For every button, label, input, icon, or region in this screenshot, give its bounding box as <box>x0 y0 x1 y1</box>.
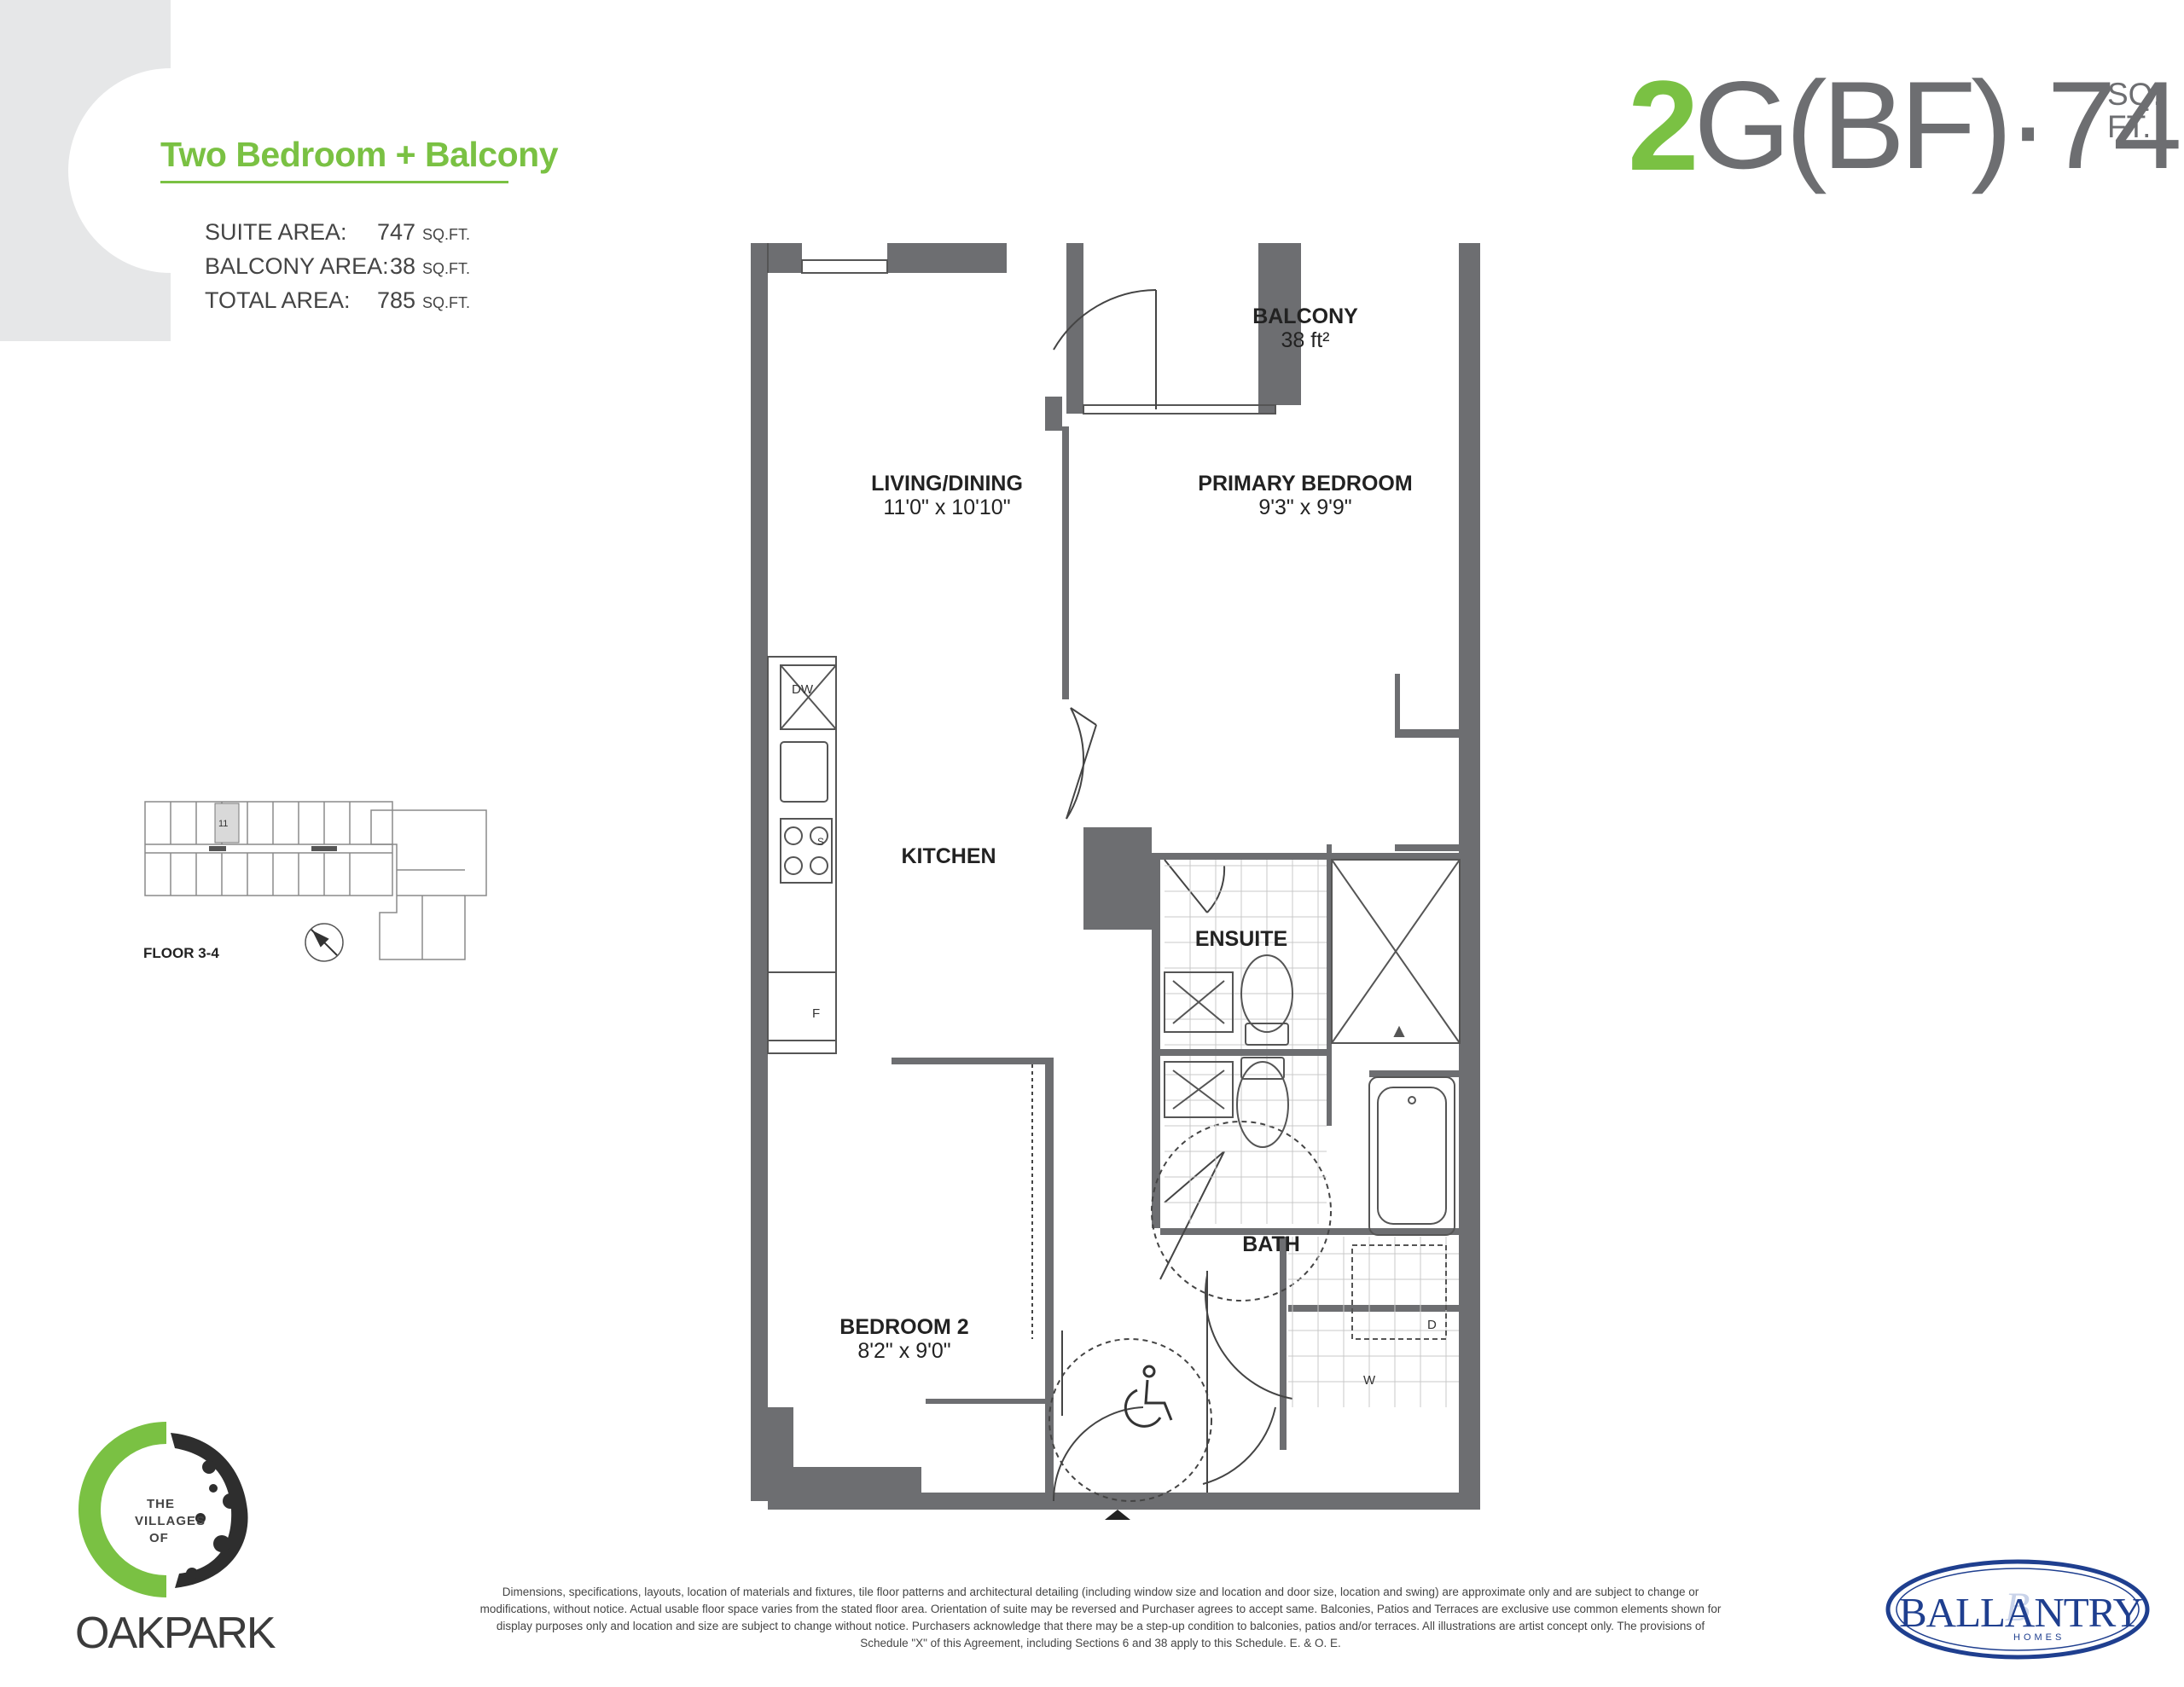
area-label: TOTAL AREA: <box>205 287 351 313</box>
area-row-suite: SUITE AREA: 747 SQ.FT. <box>205 219 470 246</box>
area-unit: SQ.FT. <box>422 226 471 243</box>
room-name: PRIMARY BEDROOM <box>1198 472 1413 496</box>
room-name: BALCONY <box>1252 304 1358 328</box>
area-label: SUITE AREA: <box>205 219 347 245</box>
area-row-balcony: BALCONY AREA:38 SQ.FT. <box>205 253 470 280</box>
bath-north-wall <box>1160 1049 1331 1056</box>
primary-entry-pier <box>1045 397 1062 431</box>
cooktop-box <box>780 818 833 884</box>
ballantry-logo: B <box>1885 1559 2150 1660</box>
fixture-dryer: D <box>1427 1318 1437 1332</box>
sqft-unit-top: SQ. <box>2107 77 2162 112</box>
room-name: BEDROOM 2 <box>839 1315 969 1339</box>
laundry-south-wall <box>1288 1305 1459 1312</box>
key-plan-unit-tag: 11 <box>218 819 229 829</box>
area-value: 785 <box>376 287 415 313</box>
room-size: 9'3" x 9'9" <box>1258 496 1352 519</box>
suite-headline: 2G(BF)·747 <box>1628 61 2184 190</box>
fridge-box <box>767 971 837 1054</box>
vop-name: OAKPARK <box>75 1609 276 1658</box>
dishwasher-box <box>780 664 837 730</box>
fixture-washer: W <box>1363 1373 1376 1388</box>
vop-line2: VILLAGES <box>135 1514 206 1528</box>
bath-west-partition <box>1152 853 1160 1228</box>
bedroom2-north-wall <box>892 1058 1045 1064</box>
sink-box <box>780 741 828 803</box>
primary-west-partition <box>1062 426 1069 699</box>
floor-plan <box>751 243 1480 1520</box>
suite-type-title: Two Bedroom + Balcony <box>160 135 559 174</box>
laundry-partition <box>1280 1237 1287 1450</box>
ensuite-north-wall <box>1156 853 1459 860</box>
room-ensuite: ENSUITE <box>1195 927 1287 951</box>
sqft-unit: SQ. FT. <box>2107 78 2162 143</box>
bedroom2-window-sill <box>926 1399 1045 1404</box>
tub-north-wall <box>1369 1070 1459 1077</box>
west-wall <box>751 243 768 1501</box>
key-plan-floor-label: FLOOR 3-4 <box>143 945 219 961</box>
primary-closet-side <box>1395 674 1400 738</box>
fixture-dishwasher: DW <box>792 682 813 697</box>
room-size: 11'0" x 10'10" <box>883 496 1011 519</box>
area-row-total: TOTAL AREA: 785 SQ.FT. <box>205 287 470 314</box>
primary-closet-ledge <box>1395 729 1459 738</box>
area-unit: SQ.FT. <box>422 294 471 311</box>
room-name: BATH <box>1242 1232 1300 1256</box>
ensuite-bath-partition <box>1327 844 1332 1126</box>
bedroom2-sw-pier <box>768 1407 793 1493</box>
north-wall-left <box>751 243 802 273</box>
room-primary-bedroom: PRIMARY BEDROOM 9'3" x 9'9" <box>1198 472 1412 519</box>
room-name: ENSUITE <box>1194 927 1288 951</box>
unit-number: 2 <box>1628 54 1699 197</box>
room-kitchen: KITCHEN <box>901 844 996 868</box>
corridor-west-wall <box>1045 1058 1054 1493</box>
fixture-stove: S <box>817 836 825 848</box>
vop-line1: THE <box>147 1497 175 1511</box>
ensuite-south-wall <box>1395 844 1459 851</box>
north-wall-mid <box>887 243 1007 273</box>
room-bedroom-2: BEDROOM 2 8'2" x 9'0" <box>839 1315 968 1363</box>
fixture-fridge: F <box>812 1006 821 1021</box>
key-plan <box>144 801 487 962</box>
northeast-pier <box>1275 243 1301 405</box>
corner-arc-decoration <box>0 0 171 341</box>
title-underline <box>160 181 508 183</box>
ballantry-name: BALLANTRY <box>1899 1589 2143 1636</box>
ballantry-sub: HOMES <box>2013 1632 2065 1643</box>
villages-of-oakpark-logo <box>78 1422 248 1597</box>
room-name: KITCHEN <box>901 844 996 868</box>
kitchen-column <box>1083 827 1152 930</box>
vop-line3: OF <box>149 1531 169 1545</box>
area-value: 747 <box>376 219 415 245</box>
laundry-north-wall <box>1160 1228 1459 1235</box>
unit-sqft-value: 747 <box>2047 55 2184 194</box>
area-value: 38 <box>389 253 415 279</box>
balcony-east-wall <box>1258 243 1275 414</box>
area-label: BALCONY AREA: <box>205 253 389 279</box>
area-unit: SQ.FT. <box>422 260 471 277</box>
unit-letter: G(BF)· <box>1693 55 2048 194</box>
room-name: LIVING/DINING <box>871 472 1023 496</box>
room-balcony: BALCONY 38 ft² <box>1252 304 1358 352</box>
svg-text:B: B <box>2005 1585 2030 1630</box>
balcony-west-wall <box>1066 243 1083 414</box>
sqft-unit-bottom: FT. <box>2107 109 2152 144</box>
room-living-dining: LIVING/DINING 11'0" x 10'10" <box>871 472 1023 519</box>
room-bath: BATH <box>1242 1232 1300 1256</box>
room-size: 8'2" x 9'0" <box>857 1339 951 1363</box>
legal-disclaimer: Dimensions, specifications, layouts, loc… <box>479 1586 1722 1649</box>
east-wall <box>1459 243 1480 1501</box>
room-size: 38 ft² <box>1281 328 1330 352</box>
